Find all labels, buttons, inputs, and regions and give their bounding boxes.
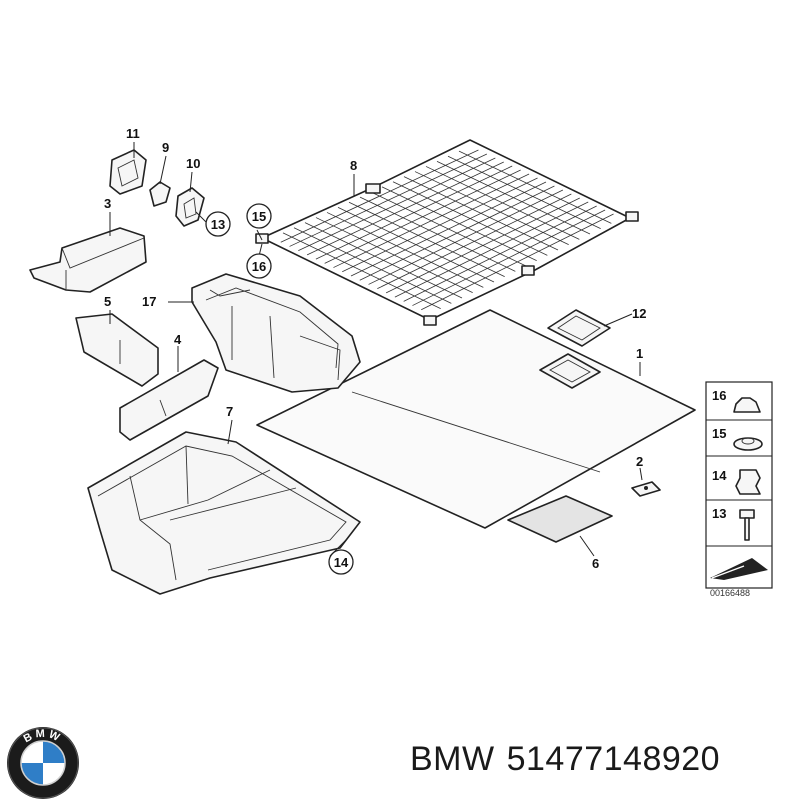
trunk-tray-part-7 [87,431,361,595]
svg-text:15: 15 [712,426,726,441]
net-strand [403,205,597,302]
legend-cap-16 [733,397,761,413]
lid-part-3 [29,227,147,293]
callout-11: 11 [126,126,140,141]
brand-name: BMW [410,740,495,778]
svg-text:13: 13 [712,506,726,521]
diagram-ref-code: 00166488 [710,588,750,598]
svg-text:BMW: BMW [22,728,65,746]
callout-9: 9 [162,140,169,155]
net-strand [421,213,614,311]
legend-grommet-15 [733,437,763,451]
net-strand [447,155,601,230]
cover-part-12 [547,309,611,347]
handle-part-10 [175,187,205,227]
callout-4: 4 [174,332,182,347]
legend-expander-14 [735,469,761,495]
callout-5: 5 [104,294,111,309]
callout-10: 10 [186,156,200,171]
legend-box: 16 15 14 13 00166488 [705,381,773,598]
callout-2: 2 [636,454,643,469]
pad-part-6 [507,495,613,543]
clip-part-2 [631,481,661,497]
circled-callouts: 13 14 15 16 [205,203,354,575]
callout-16: 16 [252,259,266,274]
part-number: 51477148920 [506,740,721,778]
net-strand [458,150,612,224]
callout-1: 1 [636,346,643,361]
callout-3: 3 [104,196,111,211]
callout-12: 12 [632,306,646,321]
callout-15: 15 [252,209,266,224]
clip-part-9 [149,181,171,207]
storage-box-part-17 [191,273,361,393]
panel-part-4 [119,359,219,441]
legend-screw-13 [739,509,755,541]
svg-text:14: 14 [712,468,727,483]
callout-14: 14 [334,555,349,570]
cover-on-mat [539,353,601,389]
callout-13: 13 [211,217,225,232]
bmw-logo: BMW [7,727,79,799]
callout-7: 7 [226,404,233,419]
holder-part-11 [109,149,147,195]
svg-text:16: 16 [712,388,726,403]
panel-part-5 [75,313,159,387]
callout-17: 17 [142,294,156,309]
net-strand [412,209,606,306]
callout-6: 6 [592,556,599,571]
callout-labels: 1 2 3 4 5 6 7 8 9 10 11 12 17 [104,126,646,571]
legend-arrow [710,558,768,580]
cargo-net-part-8 [255,139,639,326]
callout-8: 8 [350,158,357,173]
part-number-caption: BMW 51477148920 [410,740,790,784]
